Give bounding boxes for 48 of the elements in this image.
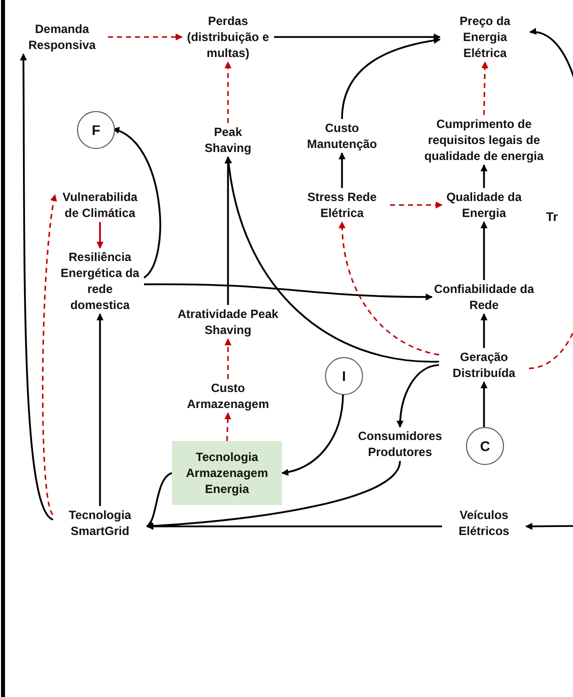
arrow [396,364,440,428]
arrow [146,472,172,528]
node-label: Tecnologia SmartGrid [53,506,147,540]
arrow [146,522,442,530]
node-label: Atratividade Peak Shaving [176,305,280,339]
arrow [480,381,488,427]
node-label: Perdas (distribuição e multas) [182,12,274,62]
node-label: Cumprimento de requisitos legais de qualidade de energia [406,115,562,165]
dashed-arrow [42,194,58,515]
arrow [480,221,488,280]
arrow [144,283,433,300]
node-label: Veículos Elétricos [442,506,526,540]
node-label: Vulnerabilida de Climática [55,188,145,222]
arrow [281,392,344,476]
node-label: Stress Rede Elétrica [294,188,390,222]
circle-node: F [77,111,115,149]
circle-node: I [325,357,363,395]
dashed-arrow [338,221,440,356]
arrow [338,152,346,188]
arrow [96,313,104,506]
node-label: Consumidores Produtores [345,427,455,461]
dashed-arrow [224,61,232,123]
node-label: Demanda Responsiva [16,20,108,54]
arrow [480,164,488,188]
arrow [480,313,488,348]
arrow [274,34,441,40]
node-label: Qualidade da Energia [442,188,526,222]
node-label: Confiabilidade da Rede [432,280,536,314]
arrow [20,53,54,520]
arrow [224,156,232,305]
dashed-arrow [108,34,183,40]
arrow [525,522,573,530]
process-box: Tecnologia Armazenagem Energia [172,441,282,505]
dashed-arrow [390,202,443,208]
node-label: Preço da Energia Elétrica [440,12,530,62]
arrow [96,222,104,249]
node-label: Custo Armazenagem [180,379,276,413]
node-label: Peak Shaving [193,123,263,157]
arrow [341,37,441,120]
node-label: Resiliência Energética da rede domestica [56,248,144,314]
dashed-arrow [224,338,232,379]
dashed-arrow [224,412,232,442]
arrow [529,28,573,78]
dashed-arrow [481,61,488,116]
node-label: Custo Manutenção [294,119,390,153]
node-label: Geração Distribuída [439,348,529,382]
cut-off-label: Tr [546,210,558,224]
circle-node: C [466,427,504,465]
